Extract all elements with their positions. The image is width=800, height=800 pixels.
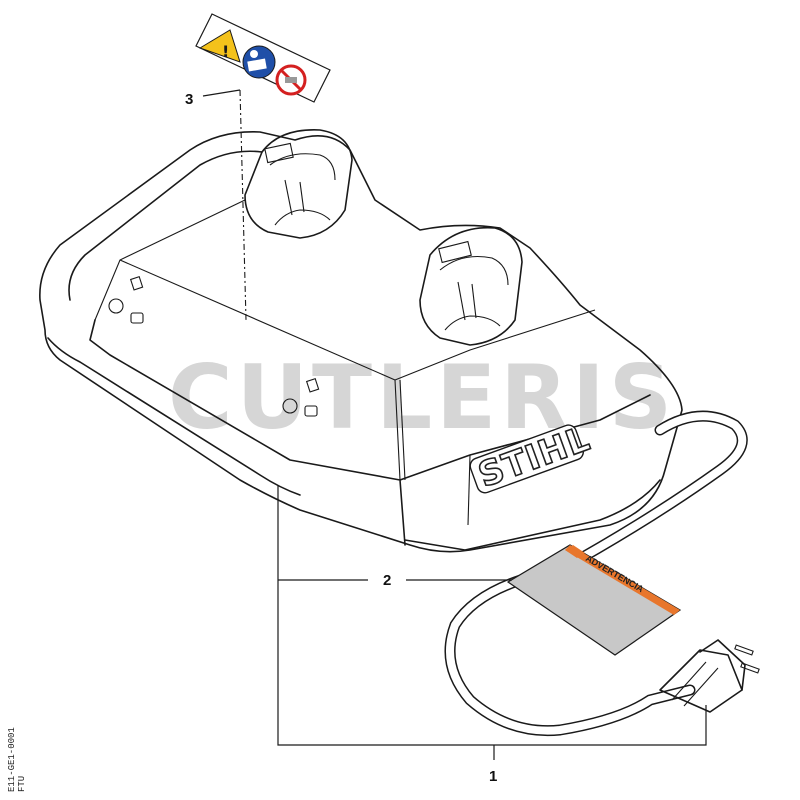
warning-sticker: ! (195, 13, 331, 103)
callout-3: 3 (185, 91, 193, 108)
callout-2: 2 (383, 572, 391, 589)
read-manual-icon (242, 45, 276, 79)
warning-card: ADVERTENCIA (506, 544, 682, 656)
leader-lines (202, 89, 707, 760)
reference-code: E11-GE1-0001 (7, 727, 17, 792)
prohibited-icon (275, 64, 307, 96)
watermark: CUTLERIS (168, 346, 676, 449)
callout-1: 1 (489, 768, 497, 785)
power-cord (444, 410, 748, 737)
charger-base (39, 129, 683, 553)
reference-sub: FTU (17, 776, 27, 792)
warning-triangle-icon: ! (198, 29, 241, 63)
svg-text:!: ! (222, 42, 229, 61)
plug (659, 639, 760, 713)
